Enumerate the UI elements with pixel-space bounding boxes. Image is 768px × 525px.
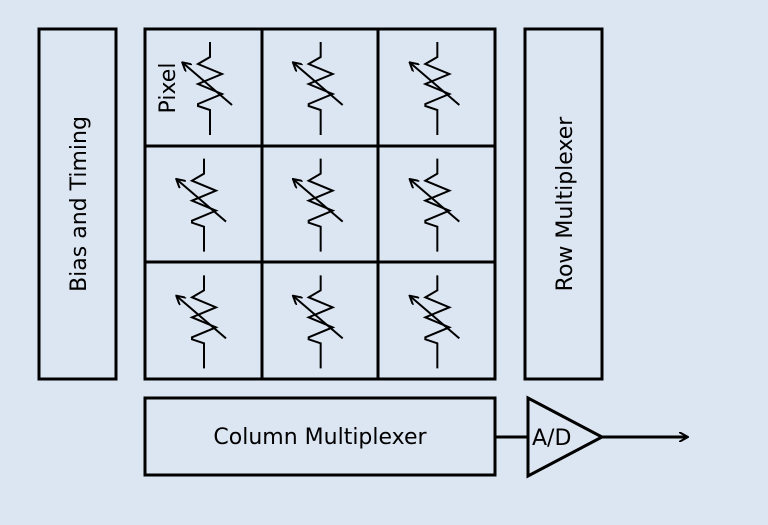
variable-arrow-icon — [294, 63, 344, 106]
column-mux-label: Column Multiplexer — [213, 425, 427, 450]
resistor-icon — [189, 158, 219, 252]
resistor-icon — [306, 158, 336, 252]
resistor-icon — [422, 42, 452, 135]
variable-arrow-icon — [294, 180, 344, 223]
resistor-icon — [195, 42, 225, 135]
resistor-icon — [422, 158, 452, 252]
variable-arrow-icon — [294, 296, 344, 340]
resistor-icon — [306, 42, 336, 135]
row-mux-label: Row Multiplexer — [553, 116, 578, 292]
variable-arrow-icon — [410, 296, 460, 340]
variable-arrow-icon — [177, 180, 227, 223]
adc-block: A/D — [526, 395, 606, 479]
bias-timing-block: Bias and Timing — [37, 27, 118, 381]
resistor-icon — [189, 275, 219, 369]
pixel-array: Pixel — [143, 27, 497, 381]
column-multiplexer-block: Column Multiplexer — [143, 396, 497, 477]
resistor-icon — [422, 275, 452, 369]
variable-arrow-icon — [410, 63, 460, 106]
row-multiplexer-block: Row Multiplexer — [523, 27, 604, 381]
variable-arrow-icon — [183, 63, 233, 106]
adc-label: A/D — [532, 426, 571, 451]
variable-arrow-icon — [177, 296, 227, 340]
pixel-label: Pixel — [156, 63, 181, 114]
variable-arrow-icon — [410, 180, 460, 223]
resistor-icon — [306, 275, 336, 369]
bias-timing-label: Bias and Timing — [67, 116, 92, 292]
